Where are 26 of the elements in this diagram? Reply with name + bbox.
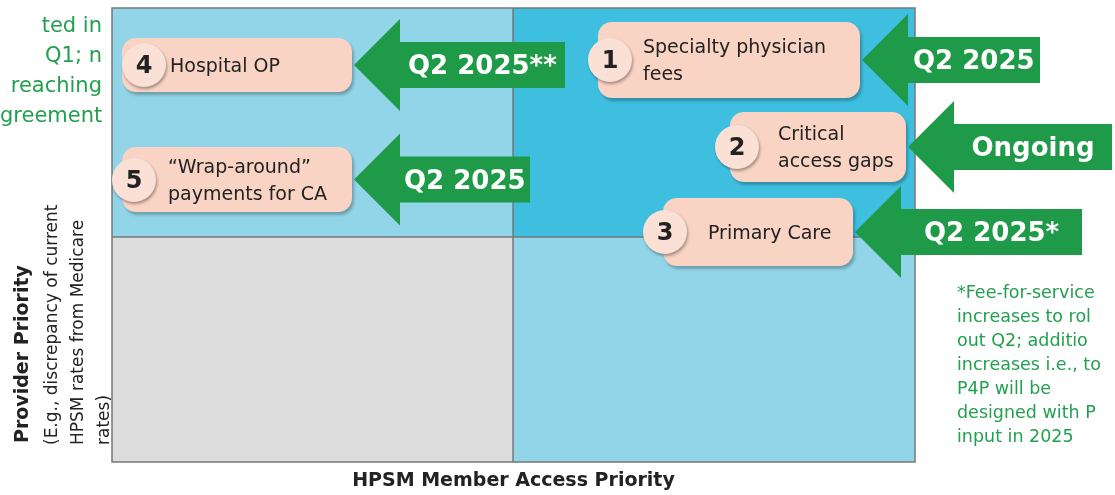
block-arrow [862, 14, 1040, 106]
card-text: Hospital OP [170, 52, 280, 78]
block-arrow [908, 101, 1112, 193]
card-text: Critical access gaps [778, 121, 895, 173]
edge-label: Ongoing [971, 131, 1095, 163]
number-badge: 2 [715, 125, 759, 169]
number-badge: 3 [643, 210, 687, 254]
edge-label: Q2 2025** [408, 49, 557, 81]
block-arrow [354, 133, 530, 226]
card-text: Primary Care [708, 219, 832, 245]
footnote-text: *Fee-for-service increases to rol out Q2; additio increases i.e., to P4P will be designed with P input in 2025 [957, 281, 1102, 448]
card-text: “Wrap-around” payments for CA [168, 153, 328, 206]
note-text: ted in Q1; n reaching greement [0, 12, 102, 129]
block-arrow [855, 186, 1082, 278]
block-arrow [354, 19, 565, 111]
number-badge: 1 [588, 38, 632, 82]
card-text: Specialty physician fees [643, 34, 828, 86]
axis-subtitle: (E.g., discrepancy of current HPSM rates from Medicare rates) [40, 203, 114, 445]
edge-label: Q2 2025 [404, 163, 526, 196]
edge-label: Q2 2025* [924, 216, 1060, 248]
number-badge: 4 [122, 43, 166, 87]
number-badge: 5 [112, 157, 156, 202]
priority-card [122, 38, 352, 92]
axis-title: Provider Priority [10, 264, 33, 443]
edge-label: Q2 2025 [913, 44, 1035, 76]
axis-title: HPSM Member Access Priority [351, 468, 676, 490]
